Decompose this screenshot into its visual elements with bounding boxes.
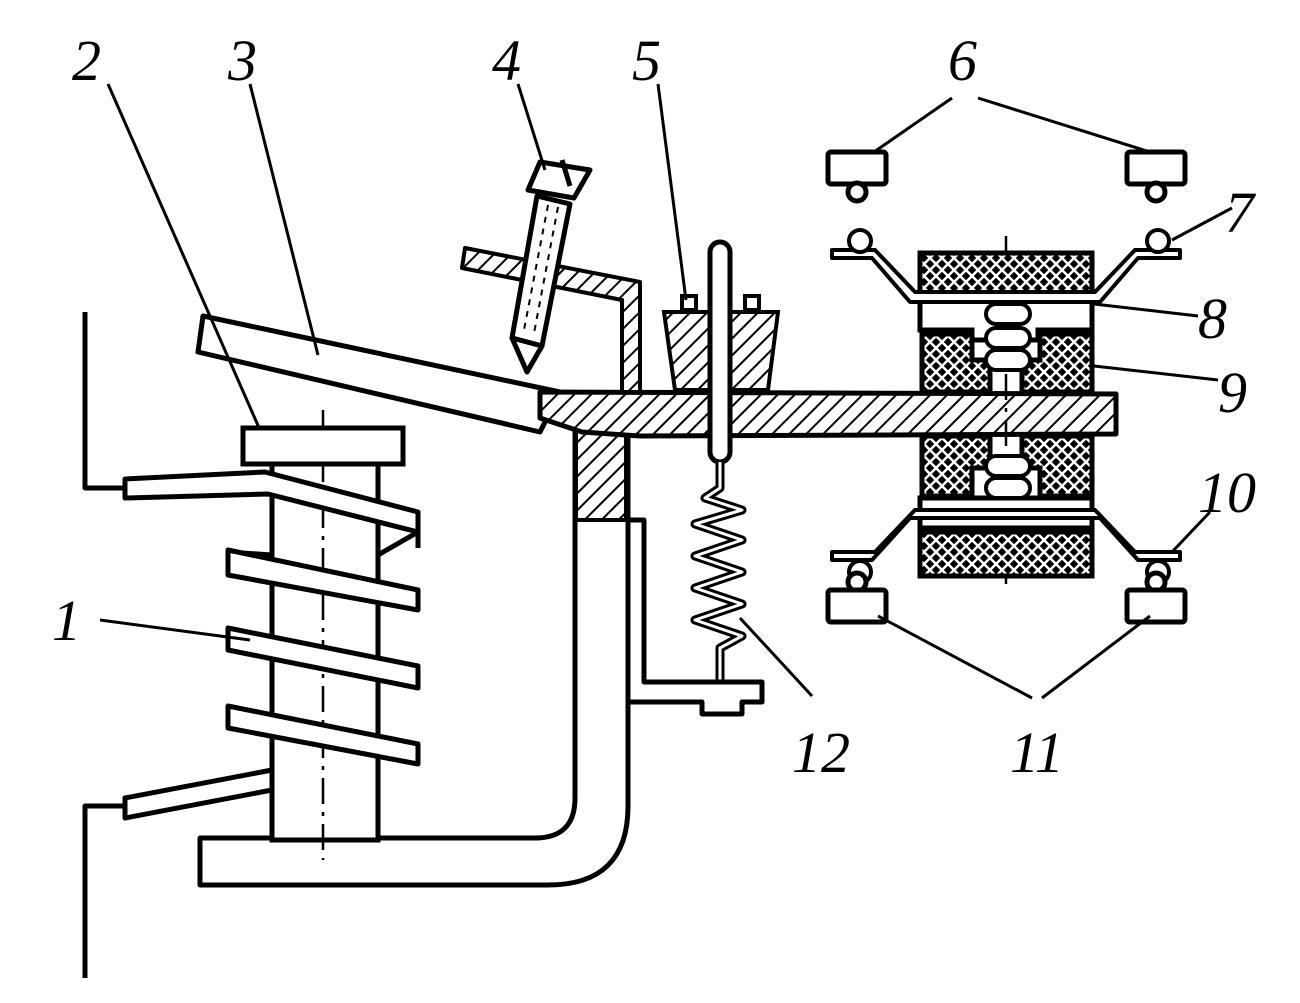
leader-3 <box>248 83 320 356</box>
callout-12: 12 <box>792 720 850 785</box>
leader-1 <box>99 618 251 642</box>
leader-11a <box>877 614 1033 700</box>
leader-9 <box>1093 364 1219 382</box>
callout-10: 10 <box>1198 460 1256 525</box>
contact-springs <box>984 302 1032 500</box>
callout-5: 5 <box>632 28 661 93</box>
pole-piece <box>240 425 406 467</box>
callout-labels: 1 2 3 4 5 6 7 8 9 10 11 12 <box>52 28 1256 785</box>
lower-contact-bridge <box>830 508 1182 562</box>
leader-6a <box>873 96 953 154</box>
fixed-contacts-upper <box>825 149 1188 204</box>
armature <box>195 313 563 435</box>
pivot-block <box>574 426 628 522</box>
adjustment-screw <box>509 159 593 375</box>
leader-12 <box>738 616 814 698</box>
callout-1: 1 <box>52 588 81 653</box>
moving-contact-upper-right <box>1145 228 1171 254</box>
callout-7: 7 <box>1225 180 1256 245</box>
leader-11b <box>1041 614 1151 700</box>
fixed-contacts-lower <box>825 570 1188 625</box>
return-spring <box>690 239 747 684</box>
leader-7 <box>1171 206 1233 242</box>
screw-bracket <box>460 246 642 394</box>
callout-9: 9 <box>1218 360 1247 425</box>
callout-4: 4 <box>492 28 521 93</box>
pusher-bar <box>537 389 1119 439</box>
callout-6: 6 <box>948 28 977 93</box>
leader-6b <box>977 96 1151 154</box>
leader-2 <box>106 83 262 431</box>
upper-contact-bridge <box>830 248 1182 304</box>
callout-2: 2 <box>72 28 101 93</box>
callout-8: 8 <box>1198 286 1227 351</box>
callout-11: 11 <box>1010 720 1064 785</box>
leader-8 <box>1093 302 1199 318</box>
leader-10 <box>1170 510 1212 554</box>
leader-5 <box>656 83 688 301</box>
callout-3: 3 <box>227 28 257 93</box>
leader-4 <box>516 83 547 171</box>
leader-lines <box>99 83 1233 700</box>
spring-bracket <box>625 517 765 717</box>
moving-contact-upper-left <box>847 228 873 254</box>
relay-coil <box>82 312 421 978</box>
